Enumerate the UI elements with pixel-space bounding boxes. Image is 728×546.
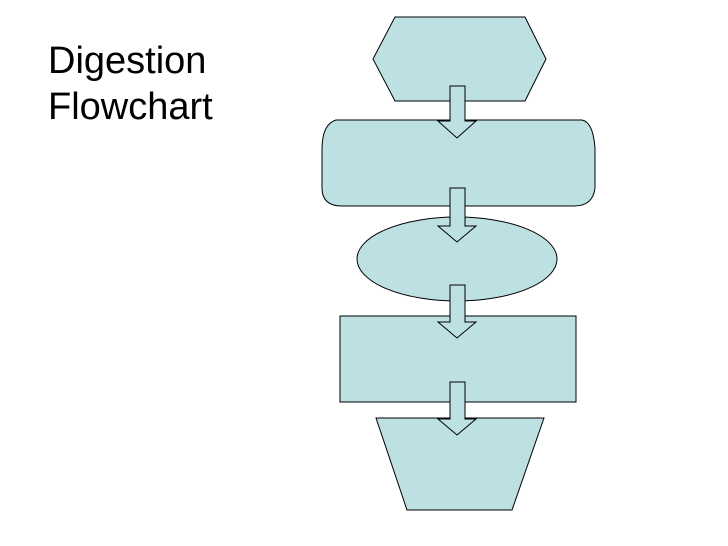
title-line-1: Digestion: [48, 40, 207, 82]
trapezoid-shape[interactable]: [375, 417, 545, 511]
rounded-rectangle-shape[interactable]: [321, 119, 596, 207]
down-arrow-4: [436, 381, 478, 436]
slide-title: Digestion Flowchart: [48, 38, 288, 130]
hexagon-shape[interactable]: [372, 16, 547, 102]
down-arrow-3: [436, 284, 478, 339]
title-line-2: Flowchart: [48, 86, 213, 128]
down-arrow-1: [436, 85, 478, 139]
down-arrow-2: [436, 187, 478, 243]
